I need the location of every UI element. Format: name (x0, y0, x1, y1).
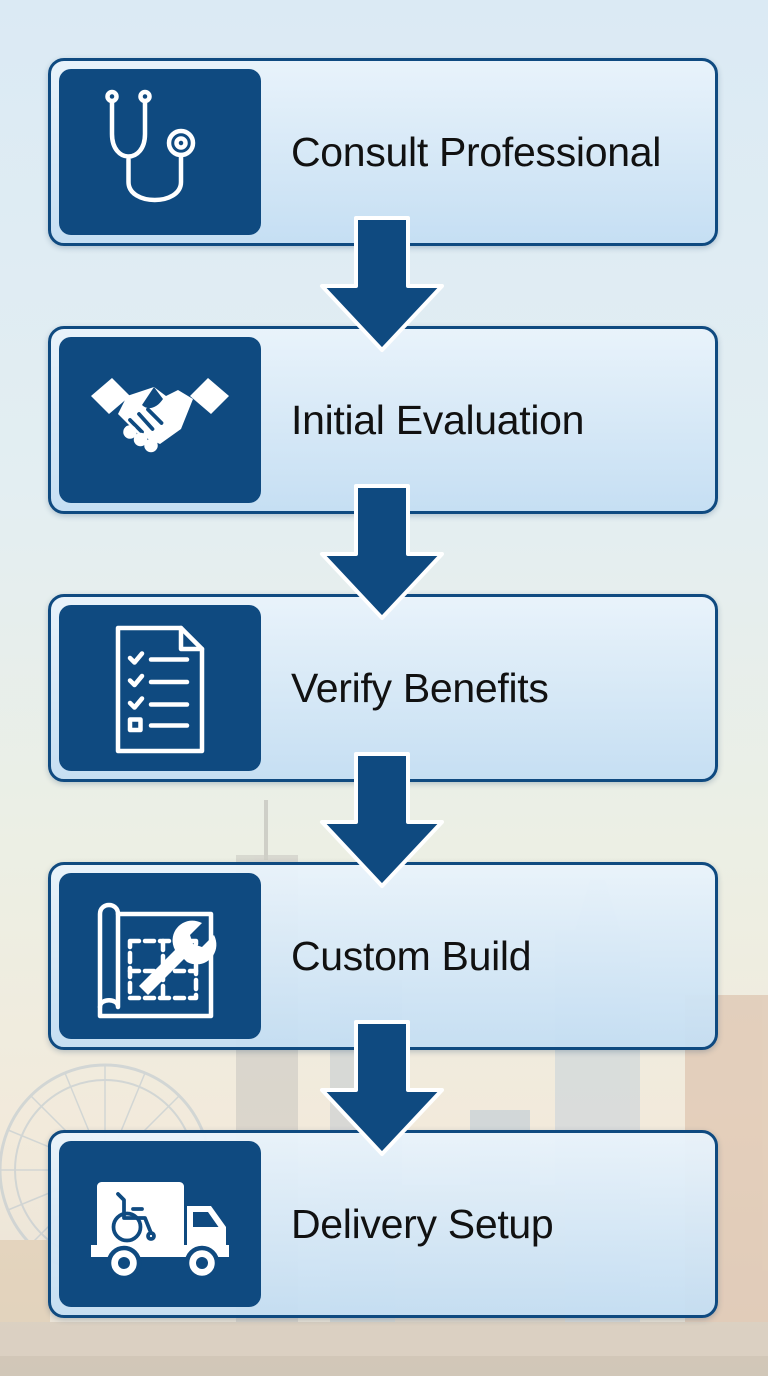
step-delivery-setup: Delivery Setup (48, 1130, 718, 1318)
step-icon-container (59, 337, 261, 503)
stethoscope-icon (105, 89, 196, 203)
step-label: Delivery Setup (291, 1200, 554, 1247)
step-label: Consult Professional (291, 128, 662, 175)
wheelchair-delivery-truck-icon (91, 1182, 229, 1281)
step-verify-benefits: Verify Benefits (48, 594, 718, 782)
down-arrow-icon (320, 216, 444, 352)
step-icon-container (59, 873, 261, 1039)
checklist-icon (115, 625, 205, 754)
down-arrow-icon (320, 1020, 444, 1156)
step-icon-container (59, 605, 261, 771)
step-icon-container (59, 1141, 261, 1307)
down-arrow-icon (320, 752, 444, 888)
step-label: Initial Evaluation (291, 396, 585, 443)
blueprint-wrench-icon (97, 902, 217, 1019)
handshake-icon (91, 378, 229, 453)
down-arrow-icon (320, 484, 444, 620)
step-label: Custom Build (291, 932, 532, 979)
step-icon-container (59, 69, 261, 235)
step-initial-evaluation: Initial Evaluation (48, 326, 718, 514)
step-label: Verify Benefits (291, 664, 549, 711)
